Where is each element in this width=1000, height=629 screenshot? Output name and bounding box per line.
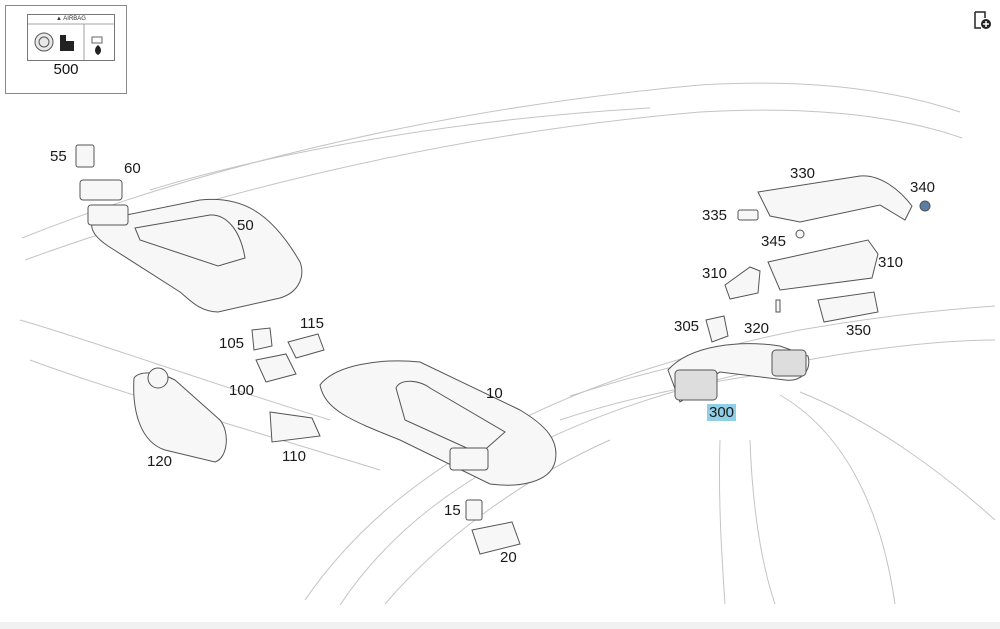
callout-310-left[interactable]: 310 — [702, 265, 728, 282]
callout-120[interactable]: 120 — [147, 453, 173, 470]
callout-10[interactable]: 10 — [486, 385, 503, 402]
airbag-warning-label[interactable]: ▲ AIRBAG 500 — [5, 5, 127, 94]
callout-105[interactable]: 105 — [219, 335, 245, 352]
callout-340[interactable]: 340 — [910, 179, 936, 196]
warning-triangle-icon: ▲ — [56, 16, 62, 22]
callout-320[interactable]: 320 — [744, 320, 770, 337]
callout-310-right[interactable]: 310 — [878, 254, 904, 271]
airbag-pictograms — [28, 23, 114, 60]
airbag-label-text: ▲ AIRBAG — [56, 16, 86, 22]
callout-110[interactable]: 110 — [282, 448, 306, 465]
callout-100[interactable]: 100 — [229, 382, 255, 399]
callout-55[interactable]: 55 — [50, 148, 67, 165]
callout-60[interactable]: 60 — [124, 160, 141, 177]
callout-500: 500 — [53, 61, 79, 78]
callout-20[interactable]: 20 — [500, 549, 517, 566]
airbag-pictogram-panel: ▲ AIRBAG — [27, 14, 115, 61]
callout-335[interactable]: 335 — [702, 207, 728, 224]
add-to-list-icon[interactable] — [971, 9, 993, 31]
callout-50[interactable]: 50 — [237, 217, 254, 234]
callout-345[interactable]: 345 — [761, 233, 787, 250]
bottom-divider — [0, 622, 1000, 629]
callout-330[interactable]: 330 — [790, 165, 816, 182]
callout-305[interactable]: 305 — [674, 318, 700, 335]
callout-350[interactable]: 350 — [846, 322, 872, 339]
callout-15[interactable]: 15 — [444, 502, 461, 519]
callout-300-selected[interactable]: 300 — [707, 404, 737, 421]
callout-115[interactable]: 115 — [300, 315, 324, 332]
